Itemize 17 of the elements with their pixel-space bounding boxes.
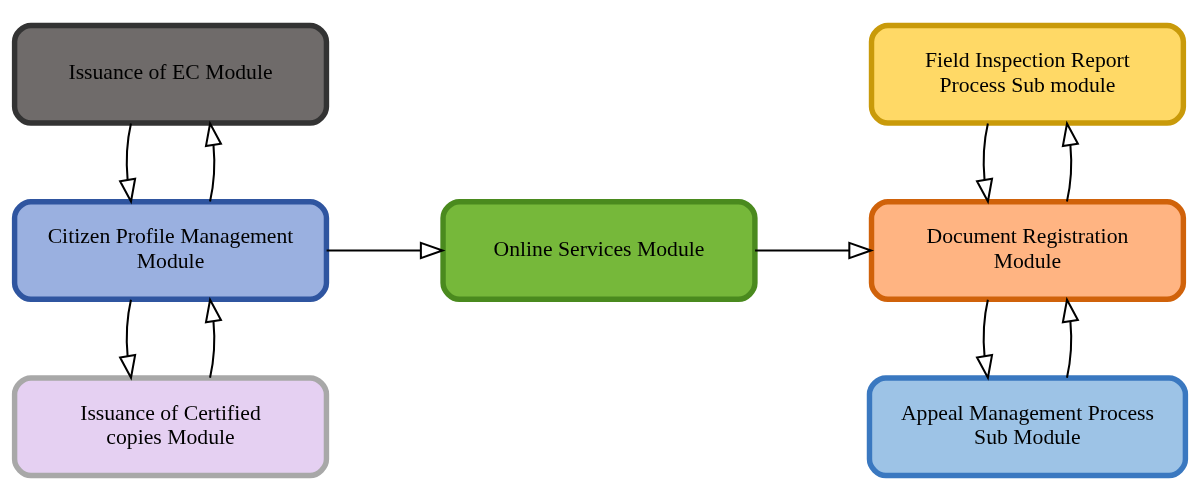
node-box: Citizen Profile Management Module xyxy=(11,198,330,302)
arrow xyxy=(975,299,994,381)
node-box: Document Registration Module xyxy=(868,198,1187,302)
node-box: Online Services Module xyxy=(440,198,758,302)
arrow xyxy=(755,240,875,260)
arrow xyxy=(204,119,223,202)
node-box: Issuance of Certified copies Module xyxy=(11,374,330,478)
node-box: Issuance of EC Module xyxy=(11,22,330,126)
arrow xyxy=(204,296,223,378)
arrow xyxy=(118,299,137,381)
arrow xyxy=(118,122,137,204)
node-box: Field Inspection Report Process Sub module xyxy=(868,22,1187,126)
node-box: Appeal Management Process Sub Module xyxy=(866,374,1189,478)
arrow xyxy=(1061,296,1080,378)
arrow xyxy=(326,240,446,260)
arrow xyxy=(975,122,994,204)
arrow xyxy=(1061,119,1080,202)
